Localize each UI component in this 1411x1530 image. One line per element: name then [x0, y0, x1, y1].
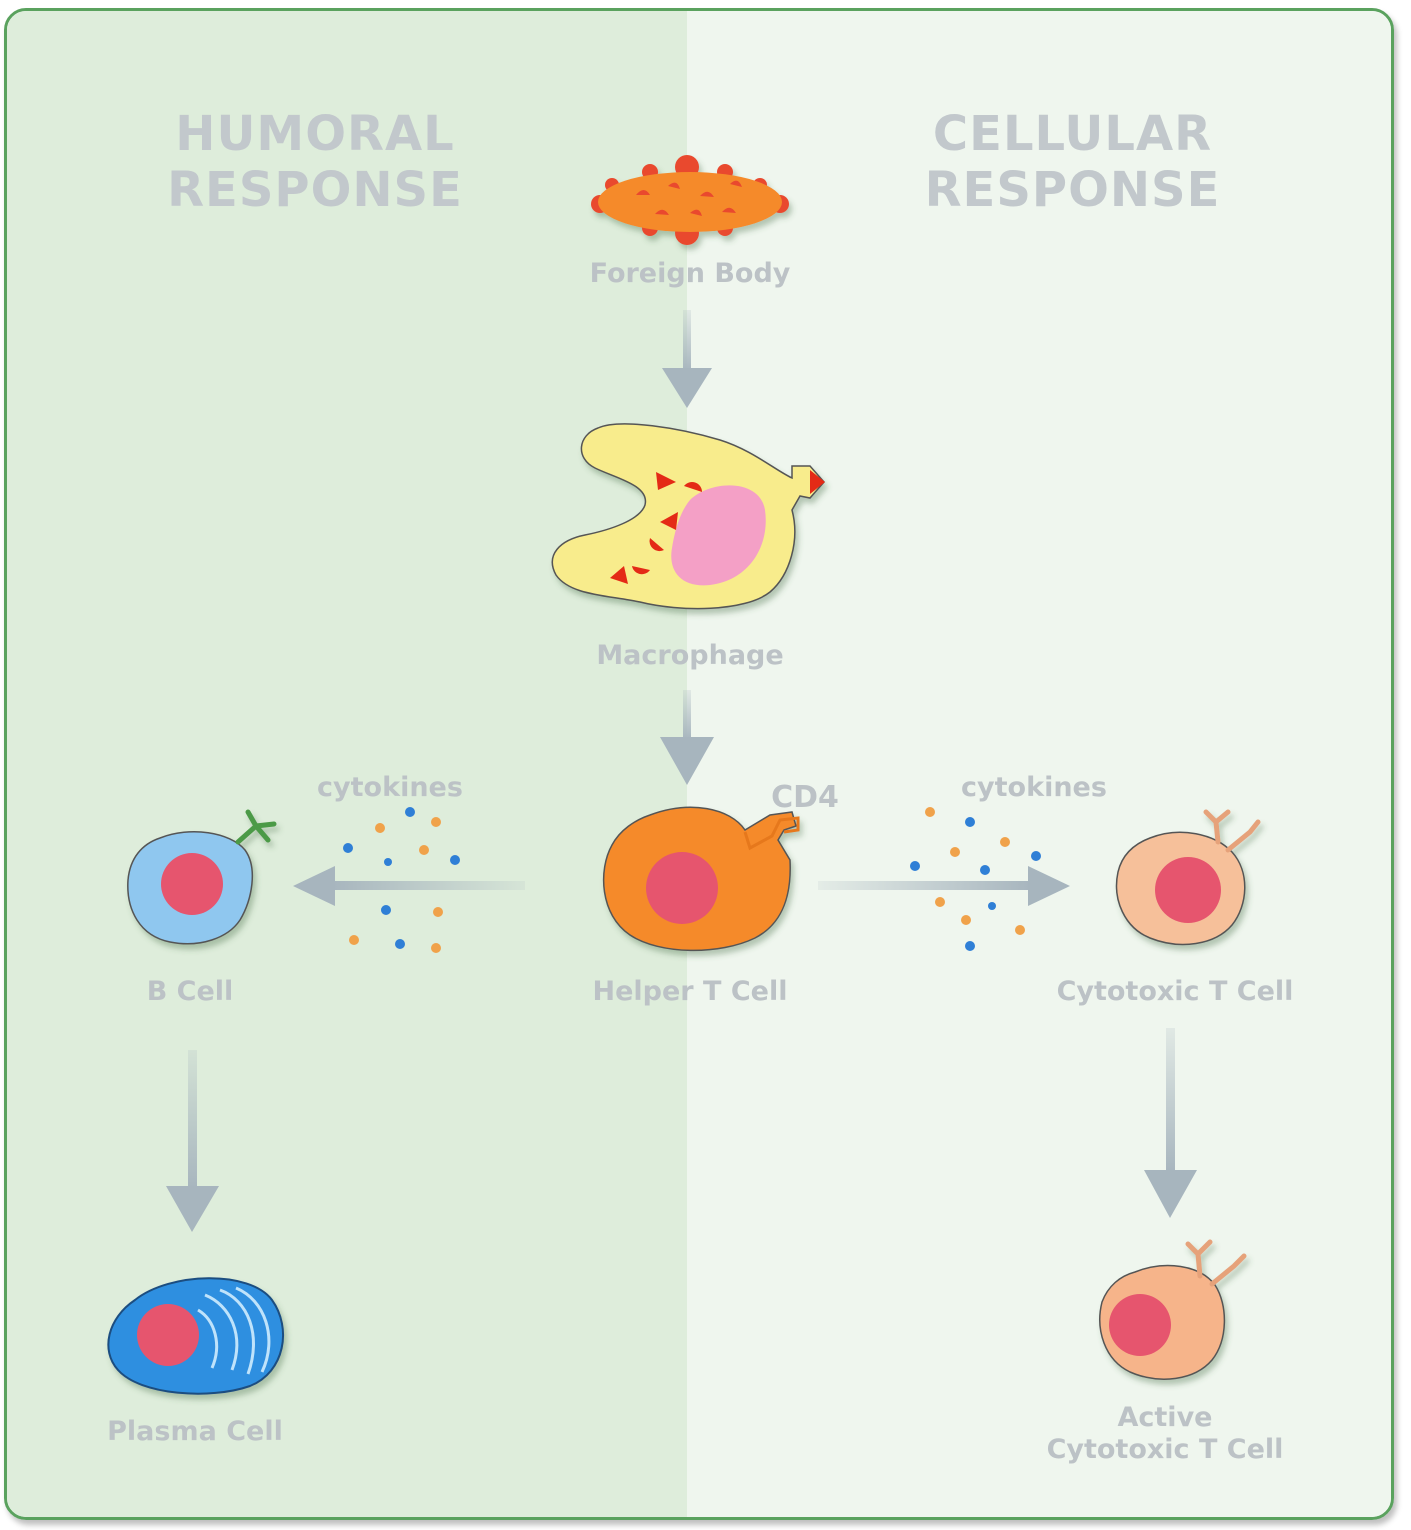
cellular-title-line1: CELLULAR — [932, 106, 1213, 162]
cd4-label: CD4 — [771, 780, 839, 815]
cytokines-dots-left — [343, 807, 460, 953]
foreign-body-label: Foreign Body — [589, 258, 791, 289]
arrow-macrophage-to-helper — [660, 690, 714, 785]
cellular-title: CELLULAR RESPONSE — [905, 106, 1240, 218]
arrow-foreign-to-macrophage — [662, 310, 712, 408]
arrow-helper-to-cytotoxic — [818, 866, 1070, 906]
active-label-line2: Cytotoxic T Cell — [1046, 1434, 1284, 1465]
humoral-title-line2: RESPONSE — [167, 162, 463, 218]
macrophage-icon — [551, 423, 825, 610]
arrow-b-cell-to-plasma — [166, 1050, 219, 1232]
humoral-title: HUMORAL RESPONSE — [150, 106, 480, 218]
b-cell-label: B Cell — [146, 976, 234, 1007]
active-cytotoxic-t-cell-label: Active Cytotoxic T Cell — [1010, 1402, 1320, 1466]
cytotoxic-t-cell-label: Cytotoxic T Cell — [1056, 976, 1294, 1007]
cellular-title-line2: RESPONSE — [924, 162, 1221, 218]
cytokines-label-right: cytokines — [961, 772, 1107, 803]
foreign-body-icon — [591, 155, 789, 245]
arrow-cytotoxic-to-active — [1144, 1028, 1197, 1218]
cytokines-dots-right — [910, 807, 1041, 951]
cytotoxic-t-cell-icon — [1115, 809, 1261, 946]
plasma-cell-icon — [107, 1277, 285, 1395]
macrophage-label: Macrophage — [596, 640, 784, 671]
active-label-line1: Active — [1117, 1402, 1213, 1433]
arrow-helper-to-b-cell — [293, 866, 525, 906]
plasma-cell-label: Plasma Cell — [107, 1416, 283, 1447]
cytokines-label-left: cytokines — [317, 772, 463, 803]
cellular-panel — [687, 11, 1391, 1517]
humoral-panel — [7, 11, 687, 1517]
diagram-frame — [4, 8, 1394, 1520]
b-cell-icon — [127, 809, 277, 945]
active-cytotoxic-t-cell-icon — [1099, 1239, 1247, 1380]
helper-t-cell-label: Helper T Cell — [592, 976, 788, 1007]
humoral-title-line1: HUMORAL — [175, 106, 455, 162]
helper-t-cell-icon — [602, 806, 800, 952]
